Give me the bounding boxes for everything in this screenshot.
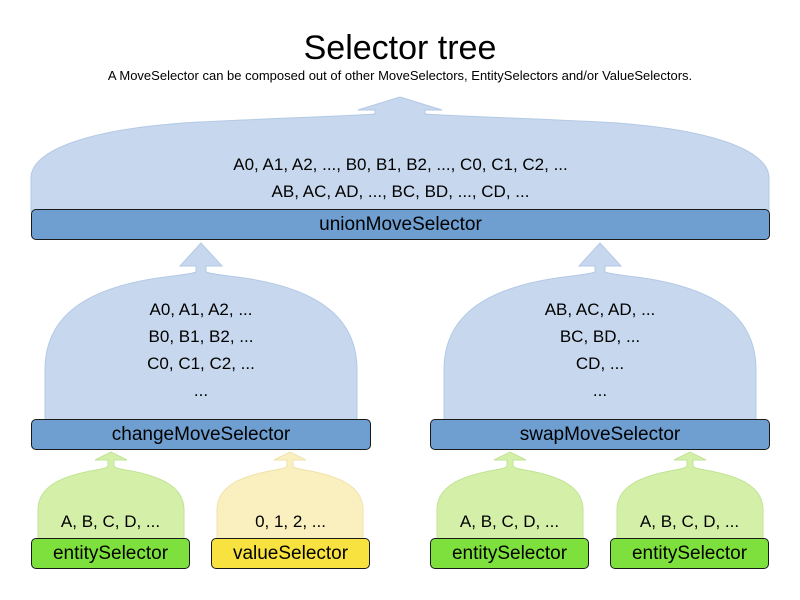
node-swap-move-selector[interactable]: swapMoveSelector (430, 419, 770, 450)
node-entity-selector-1[interactable]: entitySelector (31, 538, 190, 569)
union-funnel-arrow (30, 96, 770, 213)
node-entity-selector-2-label: entitySelector (451, 543, 568, 564)
node-entity-selector-1-label: entitySelector (52, 543, 169, 564)
node-value-selector-label: valueSelector (232, 543, 349, 564)
node-union-move-selector-label: unionMoveSelector (319, 214, 482, 235)
change-funnel-arrow (44, 242, 358, 423)
node-change-move-selector-label: changeMoveSelector (111, 424, 291, 445)
node-entity-selector-3-label: entitySelector (631, 543, 748, 564)
page-title: Selector tree (303, 29, 497, 67)
entity-selector-3-arrow (616, 451, 764, 543)
node-value-selector[interactable]: valueSelector (211, 538, 370, 569)
value-selector-arrow (216, 451, 364, 543)
node-union-move-selector[interactable]: unionMoveSelector (31, 209, 770, 240)
node-entity-selector-2[interactable]: entitySelector (430, 538, 589, 569)
entity-selector-1-arrow (37, 451, 185, 543)
page-subtitle: A MoveSelector can be composed out of ot… (107, 68, 693, 83)
swap-funnel-arrow (443, 242, 757, 423)
node-change-move-selector[interactable]: changeMoveSelector (31, 419, 371, 450)
entity-selector-2-arrow (436, 451, 584, 543)
node-entity-selector-3[interactable]: entitySelector (610, 538, 769, 569)
node-swap-move-selector-label: swapMoveSelector (519, 424, 681, 445)
